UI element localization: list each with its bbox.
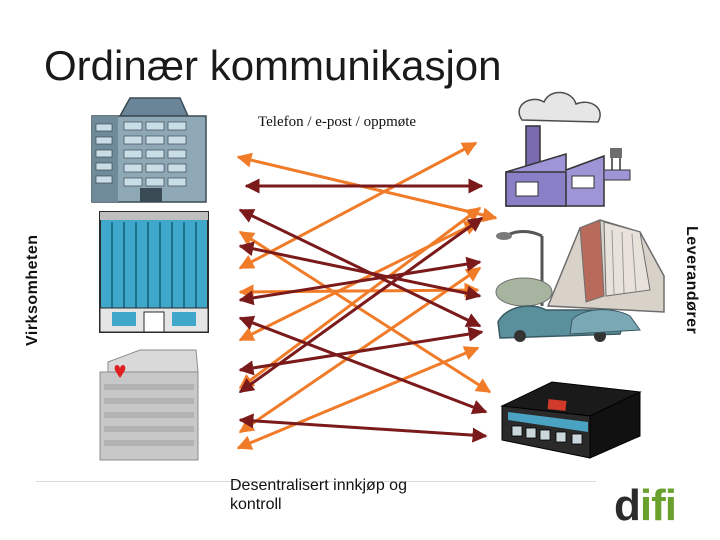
shopping-mall-icon <box>495 219 665 342</box>
arrow <box>238 315 488 415</box>
arrow <box>238 241 482 301</box>
glass-office-icon <box>99 211 209 333</box>
footer-divider <box>36 481 596 482</box>
bottom-caption-line2: kontroll <box>230 496 282 513</box>
logo-letters-ifi: ifi <box>639 481 677 530</box>
bottom-caption: Desentralisert innkjøp og kontroll <box>230 476 470 514</box>
subtitle: Telefon / e-post / oppmøte <box>258 114 417 130</box>
office-tower-icon <box>91 97 207 203</box>
bottom-caption-line1: Desentralisert innkjøp og <box>230 477 407 494</box>
factory-icon <box>505 91 631 207</box>
arrow <box>238 413 488 443</box>
difi-logo: difi <box>614 481 677 530</box>
maroon-arrows <box>238 178 488 443</box>
logo-letter-d: d <box>614 481 641 530</box>
store-building-icon <box>500 381 642 459</box>
hospital-building-icon <box>99 349 199 461</box>
page-title: Ordinær kommunikasjon <box>44 42 502 89</box>
